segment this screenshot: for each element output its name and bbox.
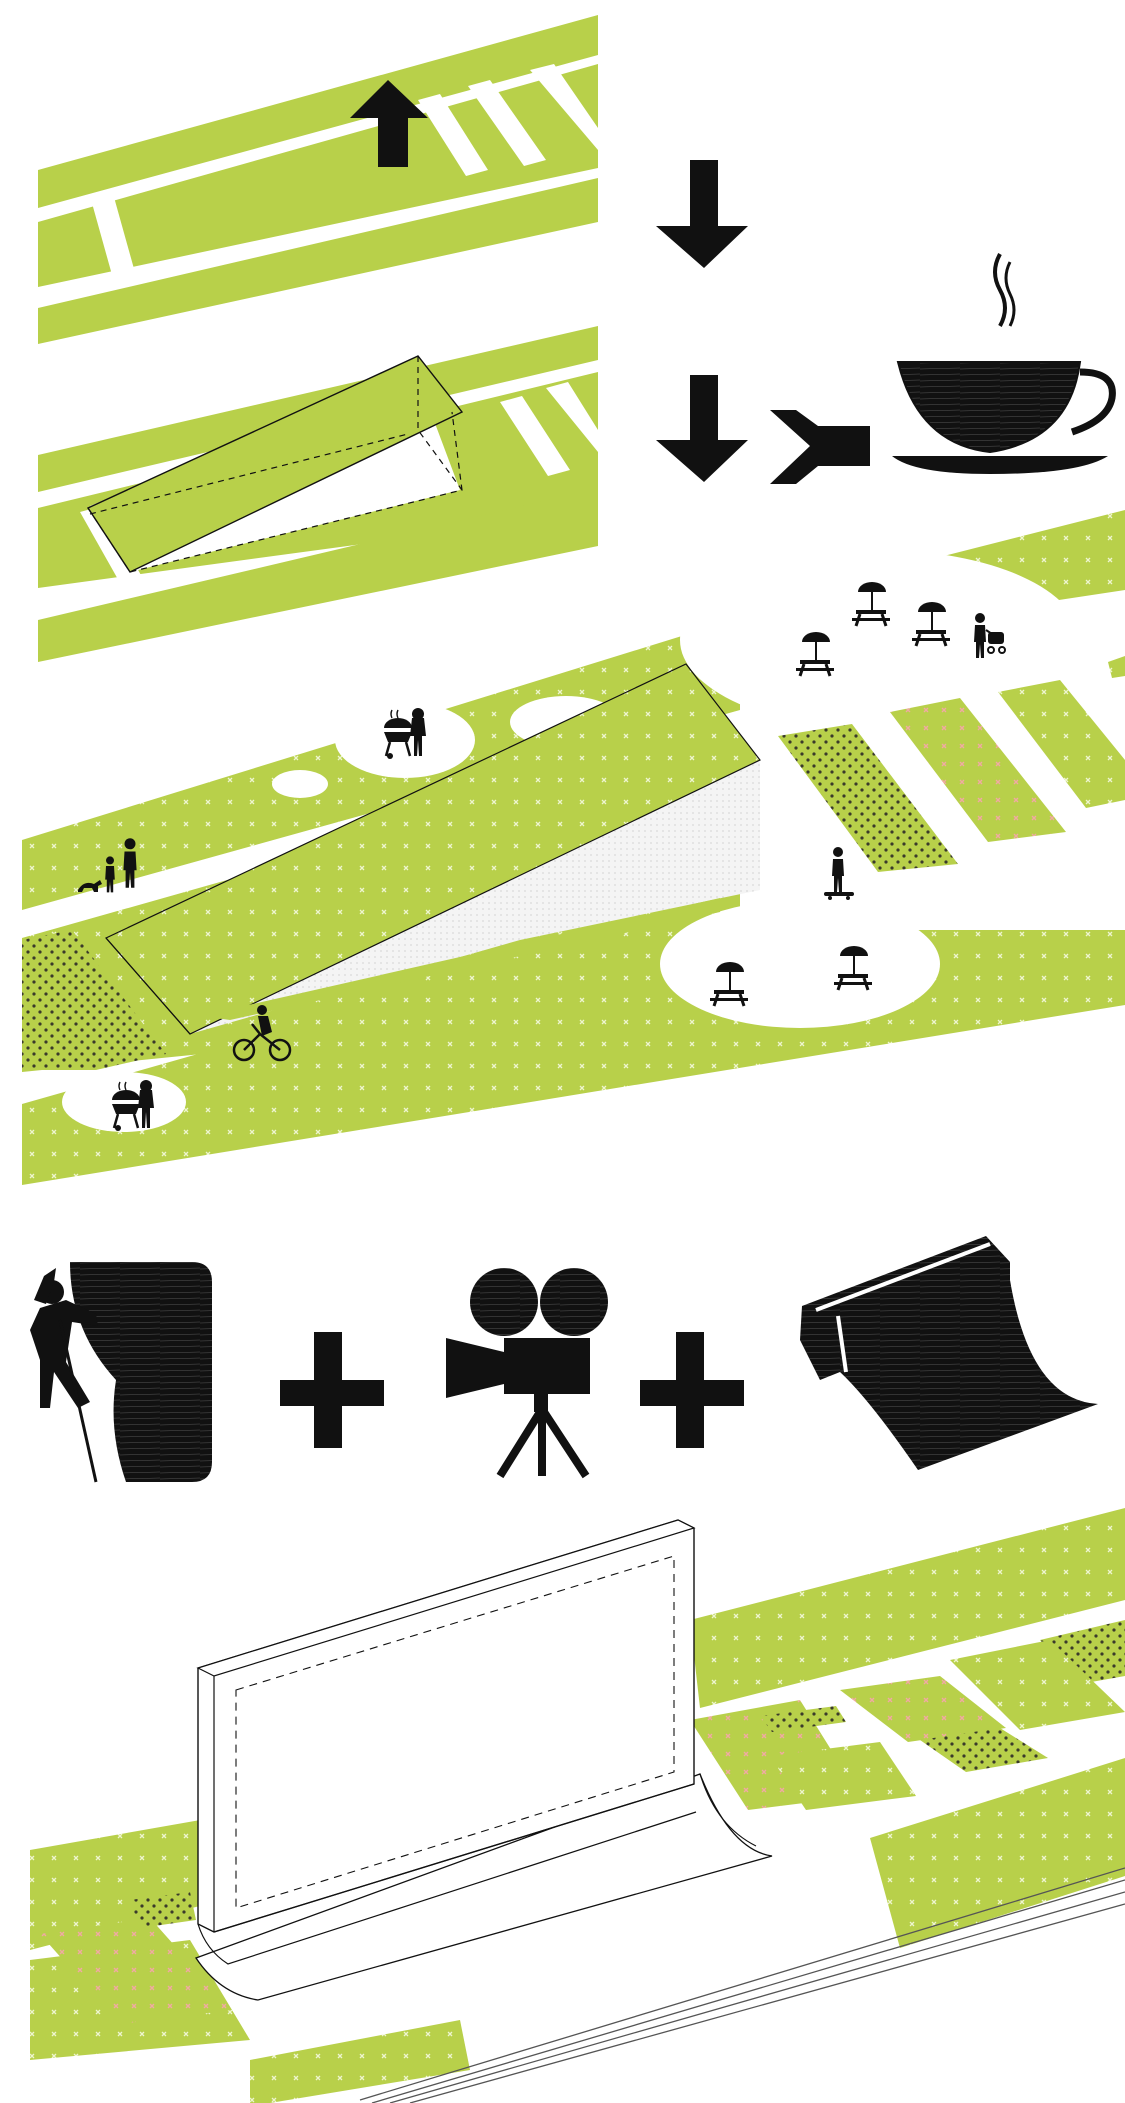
stage-5-screen-wall: [30, 1508, 1125, 2103]
left-arrow-icon: [770, 410, 870, 484]
coffee-cup-icon: [892, 254, 1112, 474]
film-camera-icon: [446, 1268, 608, 1476]
stage-2-tilted-lawn-slab: [38, 326, 598, 662]
lawn-field: [1108, 656, 1125, 678]
lawn-field: [250, 2020, 470, 2103]
stage-4-program-icons: [30, 1236, 1098, 1482]
climbing-wall-icon: [30, 1262, 212, 1482]
plus-icon: [280, 1332, 384, 1448]
down-arrow-icon: [656, 375, 748, 482]
plus-icon: [640, 1332, 744, 1448]
stage-1-striped-lawn: [38, 15, 598, 344]
skate-ramp-icon: [800, 1236, 1098, 1470]
plaza-clearing: [272, 770, 328, 798]
down-arrow-icon: [656, 160, 748, 268]
plaza-clearing: [62, 1072, 186, 1132]
